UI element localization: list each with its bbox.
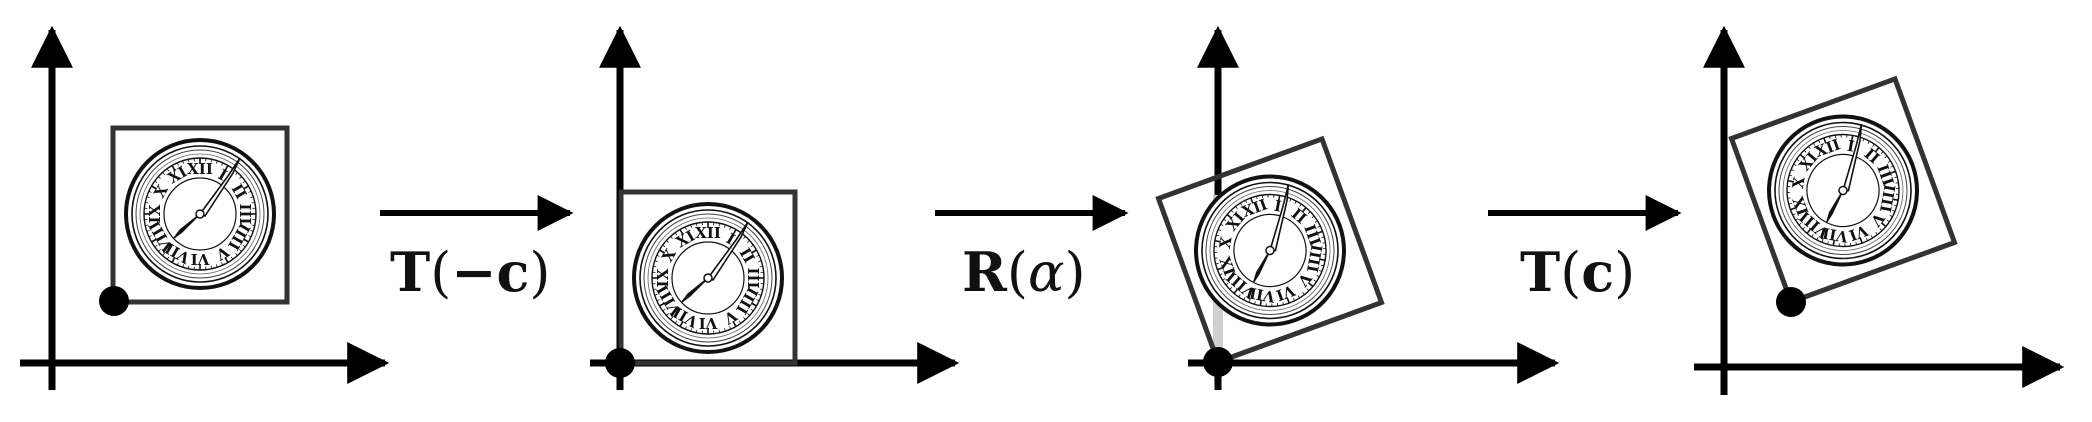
axes-panel-2	[590, 25, 960, 390]
step-label: T(c)	[1520, 240, 1635, 304]
pivot-dot	[605, 348, 635, 378]
clock-face-icon	[632, 202, 784, 354]
step-label: T(−c)	[390, 240, 550, 304]
axes-panel-4	[1694, 25, 2065, 395]
axes-panel-1	[20, 25, 390, 390]
step-label: R(α)	[962, 240, 1086, 304]
bounding-frame	[618, 189, 798, 366]
pivot-dot	[99, 286, 129, 316]
panel-rotated	[1155, 25, 1560, 390]
panel-original	[20, 25, 390, 390]
clock-face-icon	[124, 138, 276, 290]
bounding-frame	[1155, 135, 1385, 366]
pivot-dot	[1776, 287, 1806, 317]
step-rotate: R(α)	[935, 195, 1129, 304]
panel-translated	[590, 25, 960, 390]
bounding-frame	[1728, 75, 1958, 306]
step-translate-back: T(c)	[1488, 195, 1682, 304]
pivot-dot	[1203, 347, 1233, 377]
bounding-frame	[110, 125, 290, 305]
panel-final	[1694, 25, 2065, 395]
step-translate-neg: T(−c)	[380, 195, 574, 304]
